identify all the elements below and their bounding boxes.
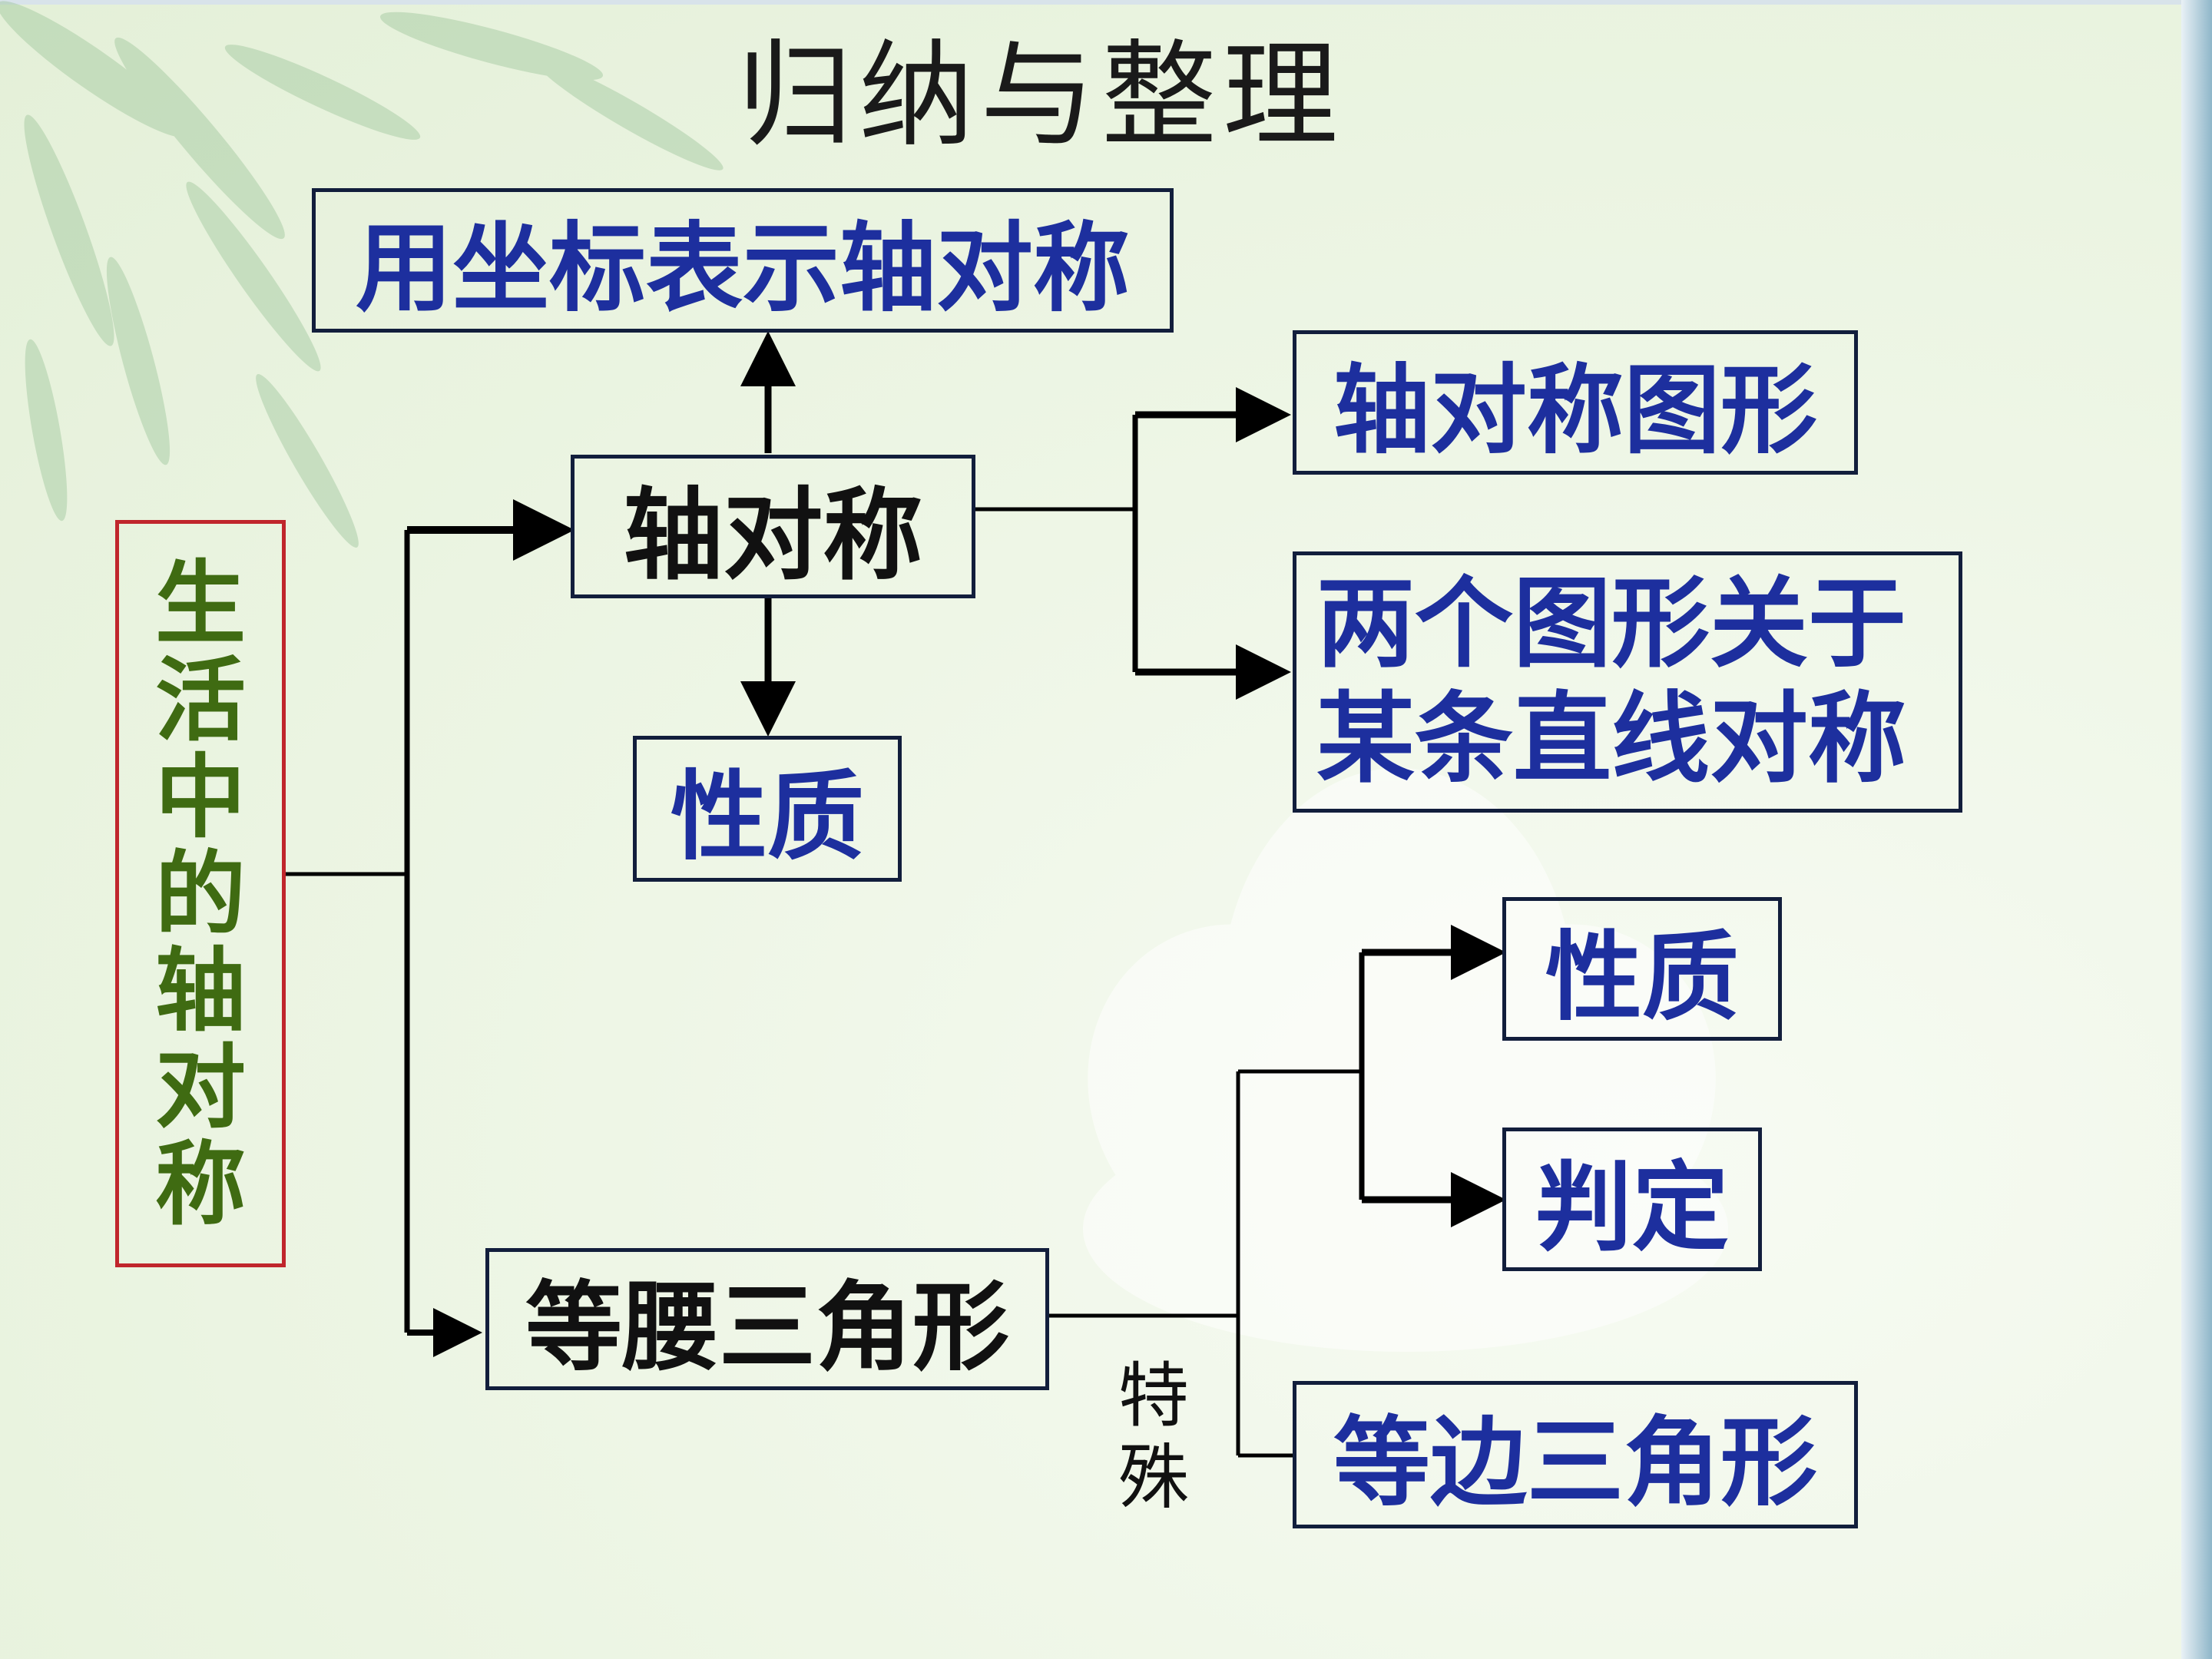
coordinate-symmetry-label: 用坐标表示轴对称 [356,212,1130,325]
equilateral-box: 等边三角形 [1293,1381,1858,1528]
special-char: 殊 [1118,1436,1189,1518]
root-box: 生 活 中 的 轴 对 称 [115,520,286,1267]
property-top-label: 性质 [671,760,864,873]
two-figures-line2: 某条直线对称 [1316,682,1907,796]
root-char: 中 [154,743,246,850]
axis-symmetric-figure-box: 轴对称图形 [1293,330,1858,475]
top-border [0,0,2212,5]
root-char: 生 [154,550,246,657]
isosceles-box: 等腰三角形 [485,1248,1049,1390]
special-char: 特 [1118,1355,1189,1437]
coordinate-symmetry-box: 用坐标表示轴对称 [312,188,1174,333]
root-char: 轴 [154,937,246,1044]
special-label: 特 殊 [1115,1356,1192,1518]
property-top-box: 性质 [633,736,902,882]
root-char: 的 [154,840,246,947]
page-title: 归纳与整理 [737,29,1345,163]
isosceles-label: 等腰三角形 [525,1270,1009,1384]
determination-label: 判定 [1535,1151,1729,1264]
two-figures-line1: 两个图形关于 [1316,567,1907,681]
equilateral-label: 等边三角形 [1333,1406,1817,1519]
right-edge-bar [2181,0,2212,1659]
root-char: 活 [154,647,246,753]
two-figures-box: 两个图形关于 某条直线对称 [1293,551,1962,813]
property-right-label: 性质 [1545,920,1739,1034]
determination-box: 判定 [1502,1128,1762,1271]
root-char: 对 [154,1034,246,1141]
property-right-box: 性质 [1502,897,1782,1041]
axis-symmetric-figure-label: 轴对称图形 [1333,354,1817,467]
axial-symmetry-label: 轴对称 [623,476,923,594]
root-char: 称 [154,1131,246,1237]
axial-symmetry-box: 轴对称 [571,455,975,598]
